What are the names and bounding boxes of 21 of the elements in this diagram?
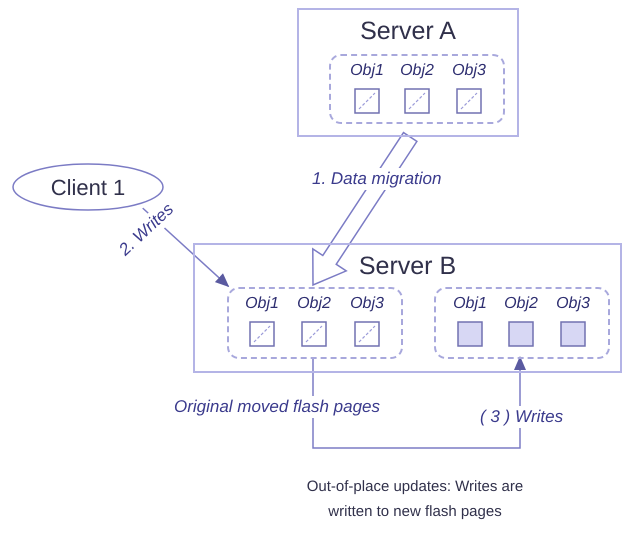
object-label: Obj3	[556, 294, 590, 314]
note-text: Out-of-place updates: Writes are written to new flash pages	[306, 477, 524, 522]
object-label: Obj2	[504, 294, 538, 314]
note-text: Original moved flash pages	[172, 396, 382, 418]
edge-label: ( 3 ) Writes	[478, 406, 566, 428]
server-title: Server B	[358, 251, 458, 281]
server-title: Server A	[359, 16, 457, 46]
object-label: Obj2	[400, 61, 434, 81]
server-box	[297, 8, 519, 137]
object-label: Obj2	[297, 294, 331, 314]
object-label: Obj1	[453, 294, 487, 314]
object-label: Obj3	[350, 294, 384, 314]
arrow	[312, 356, 526, 449]
object-group	[329, 54, 505, 124]
object-label: Obj1	[350, 61, 384, 81]
object-group	[434, 287, 610, 359]
edge-label: 1. Data migration	[310, 168, 444, 190]
object-label: Obj1	[245, 294, 279, 314]
object-group	[227, 287, 403, 359]
server-box	[193, 243, 622, 373]
object-label: Obj3	[452, 61, 486, 81]
